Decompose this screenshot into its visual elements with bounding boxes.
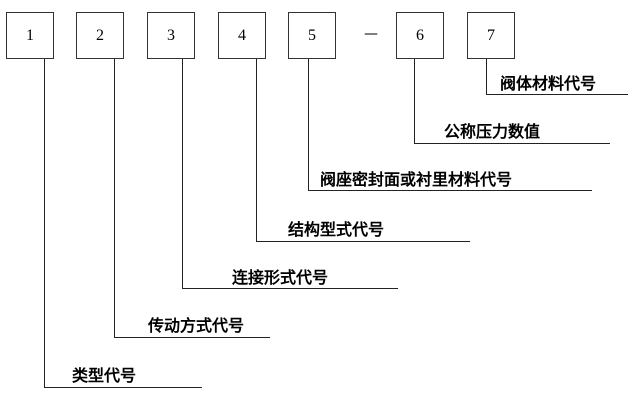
code-box-7: 7 [467,12,515,59]
leader-horizontal-1 [44,387,202,388]
code-box-2: 2 [76,12,124,59]
code-box-6: 6 [396,12,444,59]
label-body-material-code: 阀体材料代号 [500,74,597,93]
leader-horizontal-4 [256,241,470,242]
separator-dash: — [364,26,378,42]
leader-horizontal-3 [182,288,398,289]
leader-vertical-6 [414,59,415,144]
leader-vertical-4 [256,59,257,242]
label-seat-material-code: 阀座密封面或衬里材料代号 [320,170,513,189]
code-box-1: 1 [6,12,54,59]
leader-vertical-5 [308,59,309,191]
label-type-code: 类型代号 [72,366,137,385]
label-structure-type-code: 结构型式代号 [288,220,385,239]
leader-vertical-1 [44,59,45,388]
leader-vertical-3 [182,59,183,289]
label-nominal-pressure: 公称压力数值 [444,122,541,141]
leader-vertical-2 [114,59,115,338]
leader-horizontal-6 [414,143,610,144]
leader-vertical-7 [486,59,487,95]
code-box-4: 4 [218,12,266,59]
code-box-5: 5 [288,12,336,59]
label-drive-mode-code: 传动方式代号 [148,316,245,335]
code-box-3: 3 [147,12,195,59]
leader-horizontal-5 [308,190,592,191]
leader-horizontal-7 [486,94,628,95]
label-connection-type-code: 连接形式代号 [232,268,329,287]
leader-horizontal-2 [114,337,270,338]
